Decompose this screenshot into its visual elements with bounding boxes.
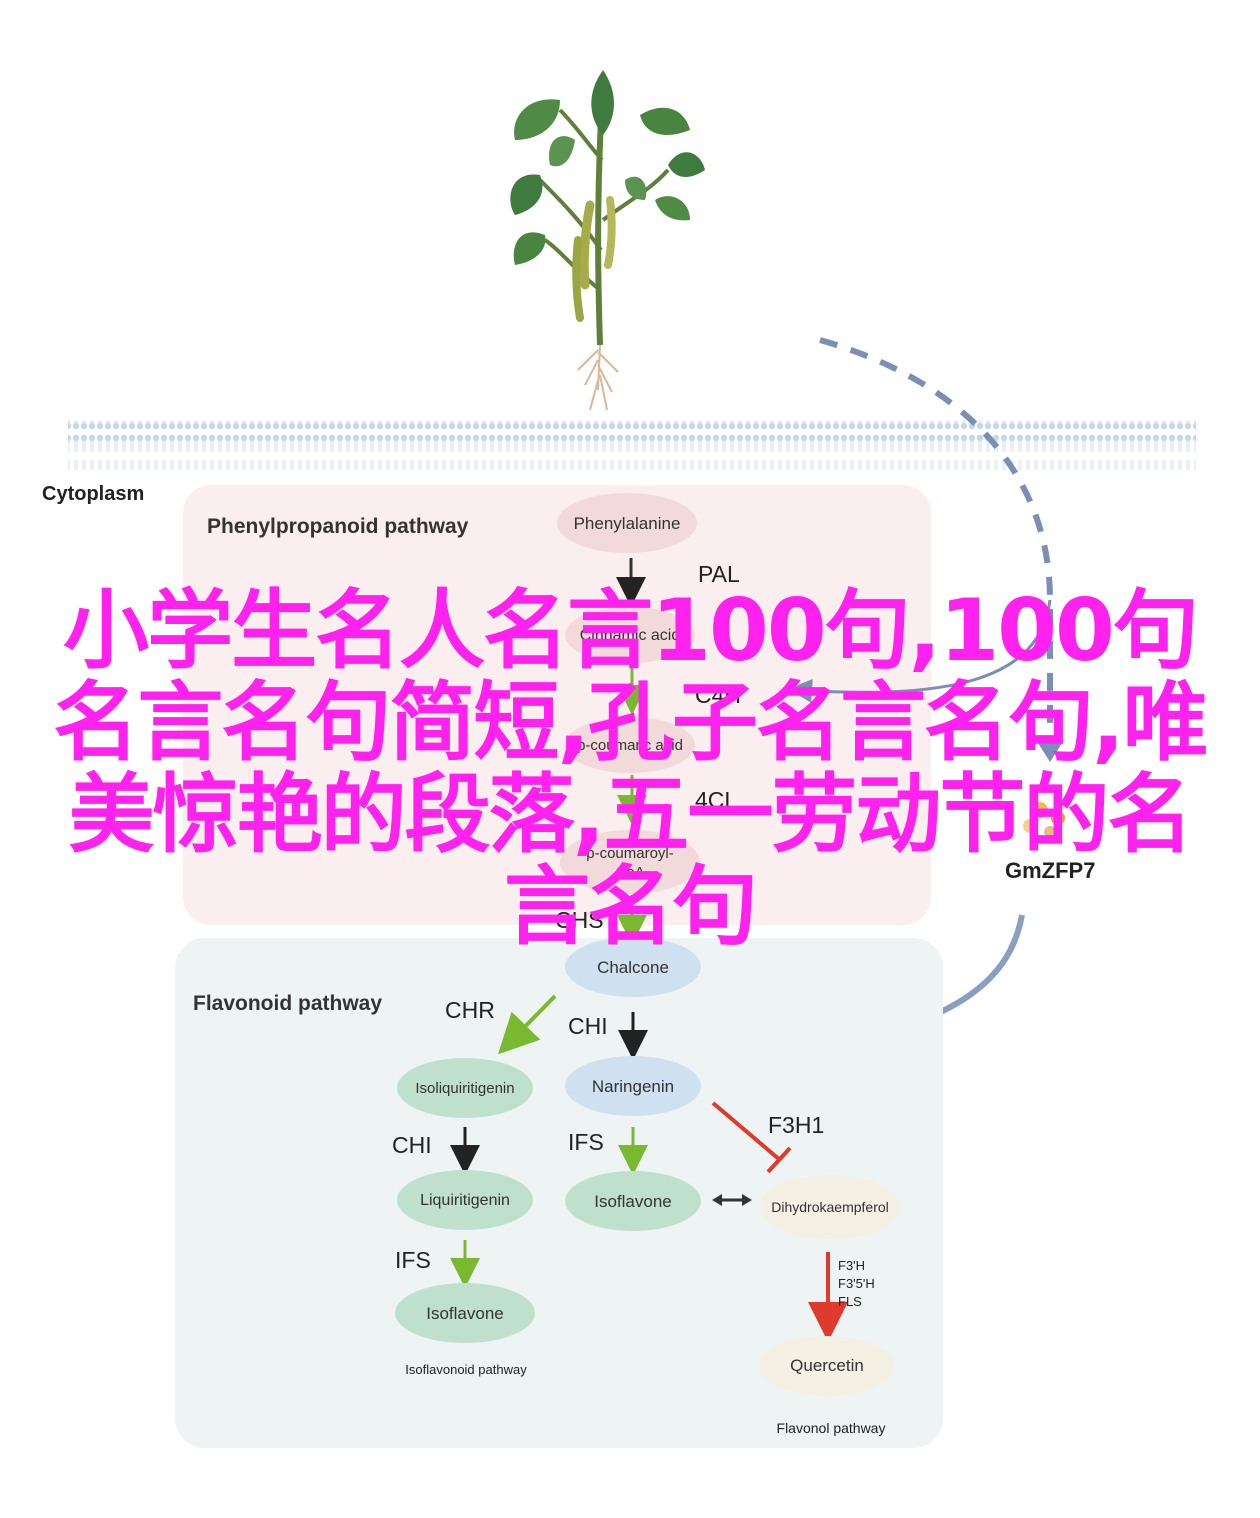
isoflavone-left-label: Isoflavone <box>426 1304 504 1323</box>
p-coumaroyl-label: p-coumaroyl- <box>586 845 674 862</box>
cinnamic-acid-label: Cinnamic acid <box>580 627 680 644</box>
flavonoid-title: Flavonoid pathway <box>193 992 382 1015</box>
chs-label: CHS <box>555 907 604 933</box>
ifs2-label: IFS <box>395 1247 431 1273</box>
4cl-label: 4CL <box>695 787 737 813</box>
phenylpropanoid-title: Phenylpropanoid pathway <box>207 515 469 538</box>
chalcone-label: Chalcone <box>597 958 669 977</box>
chalcone-node <box>565 937 701 997</box>
flavonol-pathway-label: Flavonol pathway <box>777 1420 886 1436</box>
soybean-plant-illustration <box>510 70 705 411</box>
naringenin-label: Naringenin <box>592 1077 674 1096</box>
chr-label: CHR <box>445 997 495 1023</box>
gmzfp7-dashed-arrow <box>819 337 1053 750</box>
f3h1-inhibition-line <box>711 1101 782 1162</box>
liquiritigenin-label: Liquiritigenin <box>420 1192 510 1209</box>
phenylpropanoid-box <box>183 485 931 925</box>
phenylalanine-label: Phenylalanine <box>574 514 681 533</box>
quercetin-label: Quercetin <box>790 1356 864 1375</box>
p-coumaric-acid-node <box>565 717 695 773</box>
chr-arrow <box>498 994 557 1055</box>
p-coumaroyl-coa-node <box>560 830 700 894</box>
phenylalanine-node <box>557 493 697 553</box>
naringenin-node <box>565 1056 701 1116</box>
f3h1-inhibition-bar <box>766 1146 792 1174</box>
f3h-group-label-3: FLS <box>838 1294 862 1309</box>
liquiritigenin-node <box>397 1170 533 1230</box>
gmzfp7-protein-icon <box>1023 802 1065 838</box>
p-coumaric-acid-label: p-coumaric acid <box>577 737 683 754</box>
dihydrokaempferol-node <box>760 1175 900 1239</box>
isoflavone-left-node <box>395 1283 535 1343</box>
double-arrow-heads <box>712 1194 752 1206</box>
chi-label: CHI <box>568 1013 608 1039</box>
cinnamic-acid-node <box>565 607 695 663</box>
c4h-label: C4H <box>695 682 741 708</box>
dashed-arrow-head <box>1036 740 1064 762</box>
isoflavone-center-label: Isoflavone <box>594 1192 672 1211</box>
chi2-label: CHI <box>392 1132 432 1158</box>
ifs-label: IFS <box>568 1129 604 1155</box>
isoflavonoid-pathway-label: Isoflavonoid pathway <box>405 1362 527 1377</box>
flavonoid-box <box>175 938 943 1448</box>
isoflavone-center-node <box>565 1171 701 1231</box>
gmzfp7-feedback-arrow <box>788 599 1052 703</box>
gmzfp7-label: GmZFP7 <box>1005 858 1095 883</box>
pal-label: PAL <box>698 561 740 587</box>
f3h1-label: F3H1 <box>768 1112 824 1138</box>
isoliquiritigenin-node <box>397 1058 533 1118</box>
cell-membrane <box>68 420 1196 470</box>
coa-label: CoA <box>615 864 644 881</box>
cytoplasm-label: Cytoplasm <box>42 483 144 505</box>
f3h-group-label-2: F3'5'H <box>838 1276 875 1291</box>
overlay-title-text: 小学生名人名言100句,100句名言名句简短,孔子名言名句,唯美惊艳的段落,五一… <box>53 581 1208 957</box>
isoliquiritigenin-label: Isoliquiritigenin <box>415 1080 514 1097</box>
dihydrokaempferol-label: Dihydrokaempferol <box>771 1199 889 1215</box>
quercetin-node <box>759 1336 895 1396</box>
f3h-group-label-1: F3'H <box>838 1258 865 1273</box>
